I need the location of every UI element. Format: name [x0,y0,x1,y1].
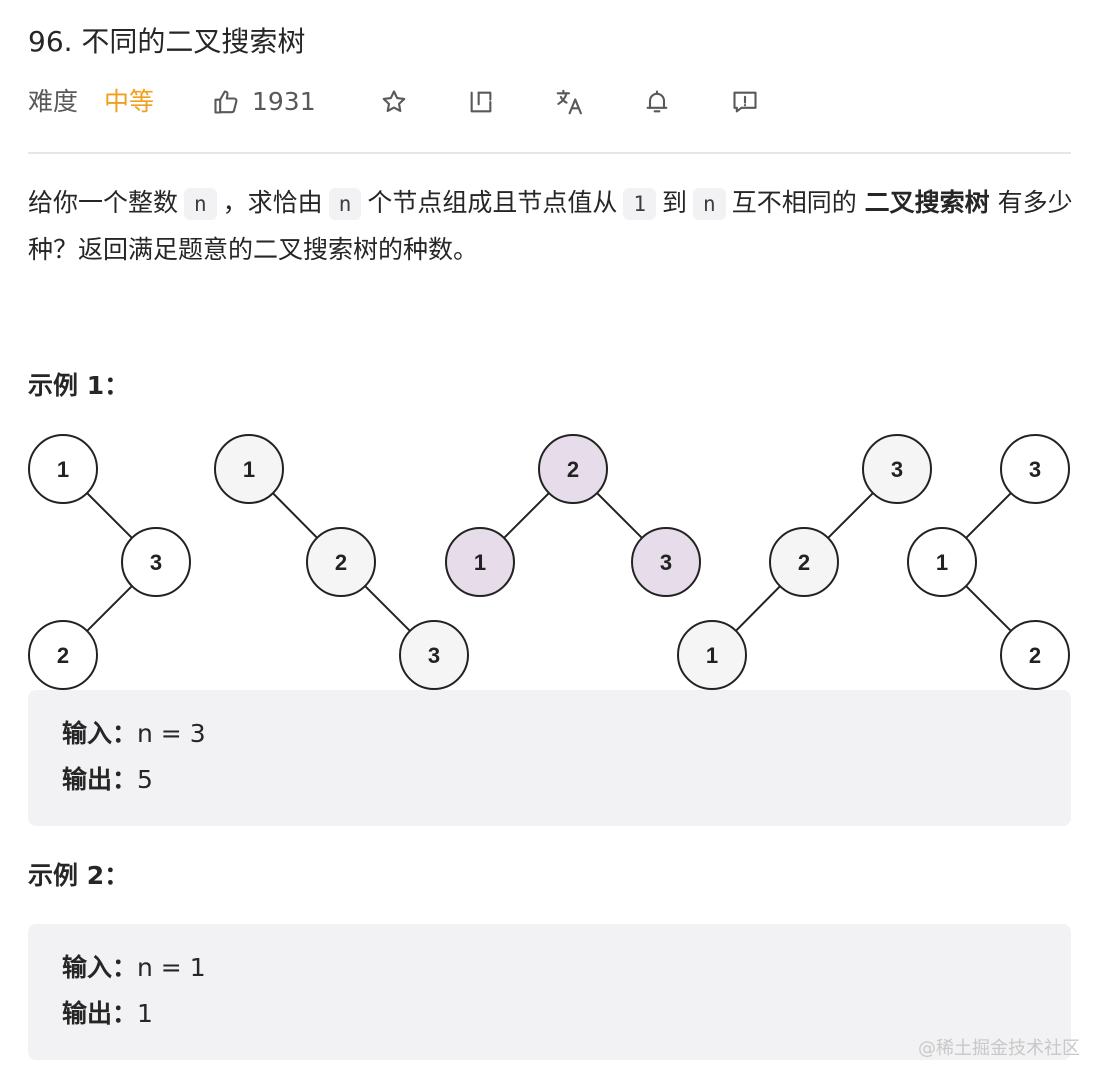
tree-node [28,434,98,504]
desc-text: 有多少种？返回满足题意的二叉搜索树的种数。 [28,188,1073,264]
tree-node-label: 1 [936,550,948,575]
tree-node-label: 1 [474,550,486,575]
tree-node-label: 2 [335,550,347,575]
tree-edge [965,492,1012,539]
bst-tree: 2 1 3 [445,434,701,597]
like-count: 1931 [252,87,316,116]
tree-edge [272,492,318,539]
header-divider [28,152,1071,154]
tree-node-label: 3 [1029,457,1041,482]
tree-node [28,620,98,690]
output-value: 5 [137,765,153,794]
share-button[interactable] [464,82,498,122]
tree-edge [364,585,411,632]
output-value: 1 [137,999,153,1028]
tree-node-label: 3 [428,643,440,668]
tree-edge [596,492,643,539]
watermark: @稀土掘金技术社区 [918,1038,1080,1059]
tree-node-label: 1 [706,643,718,668]
tree-node-label: 2 [567,457,579,482]
difficulty-badge: 中等 [104,87,155,116]
desc-text: 个节点组成且节点值从 [367,188,618,217]
output-label: 输出： [62,999,138,1028]
input-value: n = 1 [137,953,206,982]
tree-node-label: 3 [891,457,903,482]
inline-code-n: n [184,188,217,220]
inline-code-n: n [328,188,362,220]
example-1-input: 输入：n = 3 [62,716,206,752]
inline-code-n: n [693,188,726,220]
tree-edge [735,585,781,632]
bst-tree: 3 1 2 [907,434,1070,690]
translate-icon [554,87,584,117]
input-label: 输入： [62,953,138,982]
star-icon [380,88,408,116]
tree-edge [965,585,1012,632]
tree-node [1000,434,1070,504]
desc-bold-term: 二叉搜索树 [864,188,990,217]
tree-edge [503,492,550,539]
tree-node-label: 2 [57,643,69,668]
tree-node [907,527,977,597]
example-2-output: 输出：1 [62,996,153,1032]
example-1-output: 输出：5 [62,762,153,798]
tree-edge [86,585,133,632]
tree-node [769,527,839,597]
tree-node [445,527,515,597]
tree-node-label: 1 [57,457,69,482]
tree-node-label: 2 [1029,643,1041,668]
input-label: 输入： [62,719,138,748]
inline-code-1: 1 [623,188,657,220]
tree-node-label: 2 [798,550,810,575]
tree-node-label: 3 [660,550,672,575]
difficulty-label: 难度 [28,87,79,116]
tree-node [677,620,747,690]
desc-text: 给你一个整数 [28,188,179,217]
output-label: 输出： [62,765,138,794]
desc-text: 互不相同的 [731,188,857,217]
example-1-box: 输入：n = 3 输出：5 [28,690,1071,826]
tree-node [631,527,701,597]
tree-edge [827,492,874,539]
problem-title: 96. 不同的二叉搜索树 [28,25,306,58]
problem-meta-toolbar: 难度 中等 1931 [28,82,1088,122]
desc-text: ，求恰由 [222,188,323,217]
subscribe-button[interactable] [640,82,674,122]
tree-node [306,527,376,597]
favorite-button[interactable] [377,82,411,122]
tree-edge [86,492,133,539]
tree-node [862,434,932,504]
bell-icon [643,88,671,116]
example-2-title: 示例 2： [28,861,130,890]
bst-tree: 1 3 2 [28,434,191,690]
example-1-title: 示例 1： [28,371,130,400]
bst-tree: 3 2 1 [677,434,932,690]
input-value: n = 3 [137,719,206,748]
bst-tree: 1 2 3 [214,434,469,690]
share-icon [467,88,495,116]
tree-node [399,620,469,690]
tree-node-label: 1 [243,457,255,482]
example-2-box: 输入：n = 1 输出：1 [28,924,1071,1060]
bst-diagram: 1 3 2 1 2 3 2 1 3 3 2 1 3 1 2 [28,434,1070,690]
tree-node [214,434,284,504]
tree-node [1000,620,1070,690]
desc-text: 到 [662,188,688,217]
feedback-icon [731,88,759,116]
feedback-button[interactable] [728,82,762,122]
thumbs-up-icon [212,88,240,116]
tree-node [121,527,191,597]
tree-node-label: 3 [150,550,162,575]
example-2-input: 输入：n = 1 [62,950,206,986]
like-button[interactable]: 1931 [212,82,316,122]
tree-node [538,434,608,504]
translate-button[interactable] [552,82,586,122]
